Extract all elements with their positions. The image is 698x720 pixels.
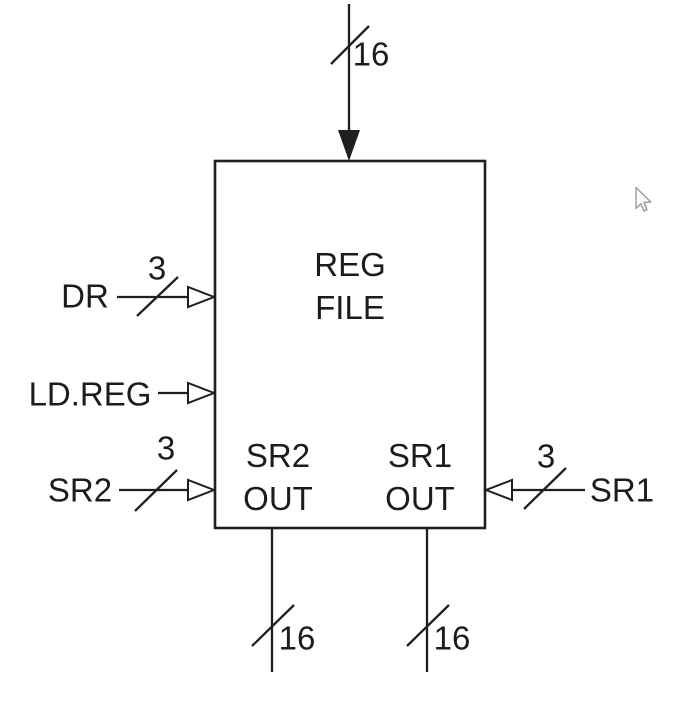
block-title: REG FILE — [314, 243, 386, 329]
data-in-arrowhead — [338, 130, 360, 161]
reg-file-box — [213, 159, 487, 530]
sr1-out-label: SR1 OUT — [385, 434, 455, 520]
sr2-label: SR2 — [47, 471, 113, 509]
block-title-line2: FILE — [315, 289, 385, 326]
sr2-out-bus-slash — [251, 604, 295, 647]
sr2-out-label-line1: SR2 — [245, 437, 311, 474]
sr1-label: SR1 — [589, 471, 655, 509]
data-in-width-label: 16 — [352, 35, 390, 73]
sr2-out-width-label: 16 — [278, 619, 316, 657]
sr1-bus-slash — [523, 467, 567, 510]
block-title-line1: REG — [314, 246, 386, 283]
sr2-width-label: 3 — [156, 429, 176, 467]
data-in-bus-slash — [330, 25, 370, 65]
dr-label: DR — [61, 277, 109, 315]
mouse-pointer-icon — [635, 186, 652, 212]
sr1-arrowhead — [483, 478, 513, 502]
ld-reg-label: LD.REG — [28, 375, 152, 413]
dr-width-label: 3 — [147, 249, 167, 287]
sr2-bus-slash — [134, 469, 178, 512]
sr2-out-label: SR2 OUT — [243, 434, 313, 520]
sr2-arrowhead — [187, 478, 217, 502]
sr1-out-label-line1: SR1 — [387, 437, 453, 474]
sr2-out-label-line2: OUT — [243, 480, 313, 517]
dr-bus-slash — [136, 276, 179, 317]
sr1-width-label: 3 — [536, 437, 556, 475]
dr-arrowhead — [187, 285, 217, 309]
sr1-out-bus-slash — [406, 604, 450, 647]
sr1-out-width-label: 16 — [433, 619, 471, 657]
sr1-out-label-line2: OUT — [385, 480, 455, 517]
ld-reg-arrowhead — [187, 381, 217, 405]
